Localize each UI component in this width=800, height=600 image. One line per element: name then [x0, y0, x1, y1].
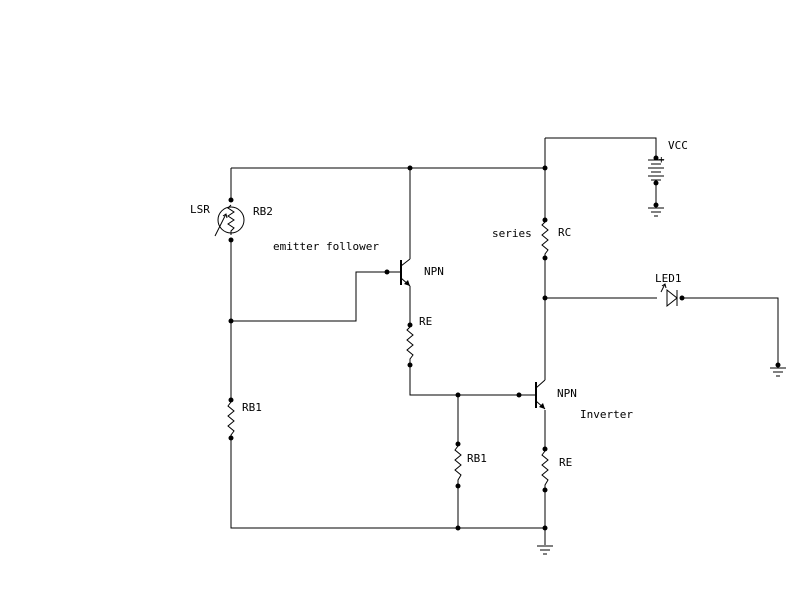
- wire-vcc-top: [545, 137, 657, 158]
- led1-diode: [660, 283, 678, 308]
- label-re-top: RE: [419, 315, 432, 328]
- ground-led: [770, 367, 786, 377]
- label-npn-bottom: NPN: [557, 387, 577, 400]
- labels: VCC + LSR RB2 emitter follower NPN RE se…: [190, 139, 688, 469]
- label-emitter-follower: emitter follower: [273, 240, 379, 253]
- label-inverter: Inverter: [580, 408, 633, 421]
- label-rb1-left: RB1: [242, 401, 262, 414]
- label-vcc: VCC: [668, 139, 688, 152]
- ground-vcc: [648, 207, 664, 217]
- resistor-rb1-left: [227, 401, 235, 438]
- label-lsr: LSR: [190, 203, 210, 216]
- resistor-re-bottom: [541, 450, 549, 490]
- label-re-bottom: RE: [559, 456, 572, 469]
- label-plus: +: [658, 153, 665, 166]
- label-rb1-mid: RB1: [467, 452, 487, 465]
- junction-dots: [228, 155, 781, 531]
- resistor-rc: [541, 221, 549, 258]
- wire-q1-base: [231, 271, 387, 322]
- resistor-rb1-mid: [454, 445, 462, 486]
- resistor-re-top: [406, 326, 414, 363]
- wires: [230, 137, 779, 545]
- wire-re-to-q2-base: [409, 363, 519, 396]
- label-rb2: RB2: [253, 205, 273, 218]
- label-series: series: [492, 227, 532, 240]
- ground-main: [537, 545, 553, 555]
- label-rc: RC: [558, 226, 571, 239]
- transistor-q1-npn: [387, 258, 411, 287]
- wire-rb1-bottom: [230, 438, 545, 529]
- label-led1: LED1: [655, 272, 682, 285]
- lsr-photoresistor: [214, 204, 245, 237]
- label-npn-top: NPN: [424, 265, 444, 278]
- transistor-q2-npn: [519, 374, 546, 410]
- wire-led-to-ground: [682, 297, 779, 365]
